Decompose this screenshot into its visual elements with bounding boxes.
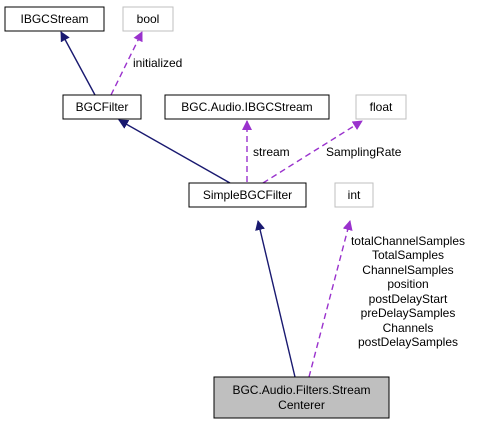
edge-label-stream: stream (253, 145, 290, 159)
node-bgcfilter[interactable]: BGCFilter (62, 94, 142, 120)
node-simplebgcfilter-label: SimpleBGCFilter (203, 188, 292, 202)
edge-streamcenterer-simplebgcfilter (255, 220, 296, 378)
node-bgc-audio-ibgcstream[interactable]: BGC.Audio.IBGCStream (164, 94, 330, 120)
edge-streamcenterer-int (308, 220, 353, 378)
edge-label-initialized: initialized (133, 56, 182, 70)
int-member-label: postDelayStart (369, 292, 448, 306)
node-int[interactable]: int (334, 182, 374, 208)
edge-bgcfilter-bool (110, 31, 143, 96)
node-streamcenterer-label-line2: Centerer (278, 398, 325, 412)
node-ibgcstream-label: IBGCStream (20, 12, 88, 26)
node-ibgcstream[interactable]: IBGCStream (4, 6, 105, 32)
edge-bgcfilter-ibgcstream (60, 31, 96, 96)
edge-label-sampling-rate: SamplingRate (326, 145, 402, 159)
node-float-label: float (370, 100, 393, 114)
node-streamcenterer-label-line1: BGC.Audio.Filters.Stream (232, 383, 370, 397)
node-bool[interactable]: bool (122, 6, 174, 32)
int-member-label: position (387, 277, 428, 291)
int-member-label: Channels (383, 321, 434, 335)
edge-simplebgcfilter-bgcfilter (118, 119, 231, 184)
node-float[interactable]: float (355, 94, 407, 120)
int-member-label: postDelaySamples (358, 335, 458, 349)
node-bgcfilter-label: BGCFilter (76, 100, 129, 114)
node-bool-label: bool (137, 12, 160, 26)
node-int-label: int (348, 188, 361, 202)
int-member-label: totalChannelSamples (351, 234, 465, 248)
node-streamcenterer[interactable]: BGC.Audio.Filters.Stream Centerer (213, 376, 390, 419)
node-simplebgcfilter[interactable]: SimpleBGCFilter (188, 182, 307, 208)
int-member-label: ChannelSamples (362, 263, 453, 277)
edge-label-int-members: totalChannelSamples TotalSamples Channel… (351, 234, 465, 349)
int-member-label: TotalSamples (372, 248, 444, 262)
int-member-label: preDelaySamples (361, 306, 456, 320)
node-bgc-audio-ibgcstream-label: BGC.Audio.IBGCStream (181, 100, 312, 114)
